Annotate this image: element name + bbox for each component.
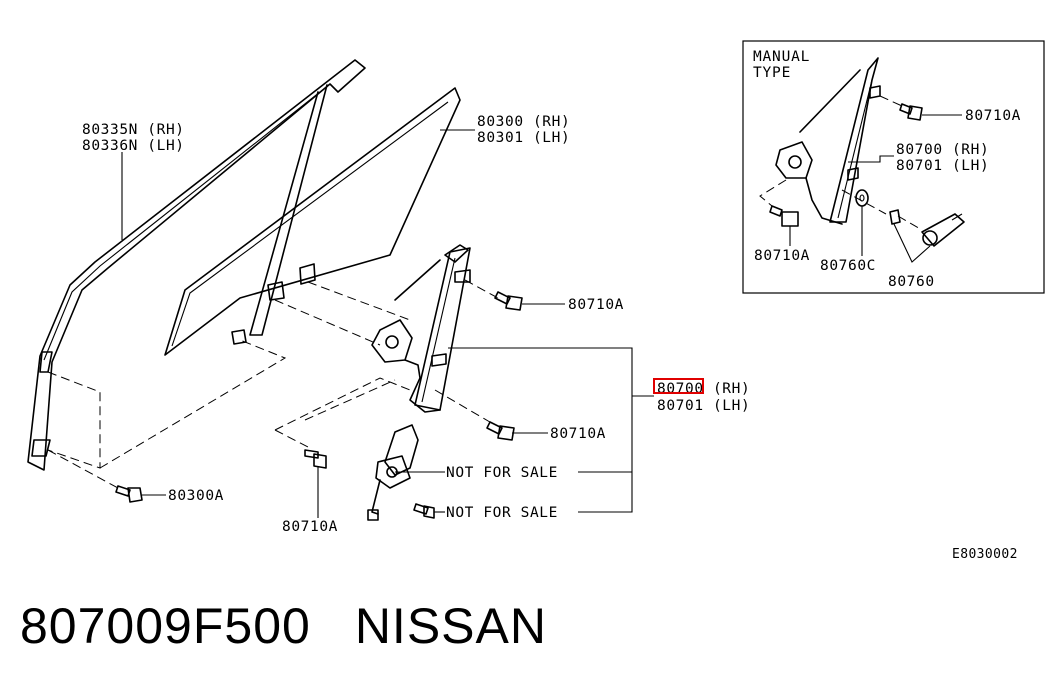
- inset-label-handle: 80760: [888, 274, 935, 290]
- inset-bolt-top: [899, 103, 923, 121]
- screw-motor: [413, 503, 435, 519]
- assembly-dash-lines: [47, 279, 499, 489]
- label-moulding-rh: 80335N (RH): [82, 122, 185, 138]
- inset-dash-lines: [759, 95, 923, 231]
- inset-leader-lines: [789, 114, 962, 263]
- manual-type-inset: MANUAL TYPE: [742, 40, 1045, 294]
- inset-label-regulator-lh: 80701 (LH): [896, 158, 989, 174]
- figure-code: E8030002: [952, 547, 1018, 562]
- part-caption: 807009F500 NISSAN: [20, 596, 547, 656]
- label-motor-note: NOT FOR SALE: [446, 465, 558, 481]
- inset-label-bolt-bottom: 80710A: [754, 248, 810, 264]
- inset-washer: [855, 189, 869, 207]
- label-glass-rh: 80300 (RH): [477, 114, 570, 130]
- inset-clip: [889, 209, 901, 225]
- part-highlight-box: [653, 378, 704, 394]
- label-bolt-lower: 80710A: [282, 519, 338, 535]
- label-moulding-lh: 80336N (LH): [82, 138, 185, 154]
- door-glass: [164, 87, 461, 356]
- label-regulator-lh: 80701 (LH): [657, 398, 750, 414]
- door-sash-moulding: [27, 59, 366, 471]
- caption-part-number: 807009F500: [20, 598, 311, 654]
- inset-frame: [742, 40, 1045, 294]
- inset-label-regulator-rh: 80700 (RH): [896, 142, 989, 158]
- label-screw-note: NOT FOR SALE: [446, 505, 558, 521]
- inset-title-line2: TYPE: [753, 65, 791, 81]
- bolt-regulator-lower: [304, 449, 327, 469]
- bolt-glass-80300a: [115, 485, 143, 503]
- inset-window-handle: [921, 213, 965, 247]
- callout-labels: 80335N (RH) 80336N (LH) 80300 (RH) 80301…: [82, 114, 1018, 562]
- leader-lines: [121, 129, 654, 518]
- inset-label-bolt-top: 80710A: [965, 108, 1021, 124]
- bolt-regulator-middle: [486, 421, 515, 441]
- label-bolt-middle: 80710A: [550, 426, 606, 442]
- inset-label-washer: 80760C: [820, 258, 876, 274]
- inset-regulator-manual: [775, 57, 881, 225]
- label-bolt-upper: 80710A: [568, 297, 624, 313]
- window-regulator-power: [371, 244, 471, 413]
- bolt-regulator-upper: [494, 291, 523, 311]
- inset-bolt-bottom: [769, 205, 799, 227]
- inset-title-line1: MANUAL: [753, 49, 810, 65]
- regulator-motor: [367, 424, 419, 521]
- label-glass-lh: 80301 (LH): [477, 130, 570, 146]
- caption-brand: NISSAN: [354, 598, 547, 654]
- label-glass-bolt: 80300A: [168, 488, 224, 504]
